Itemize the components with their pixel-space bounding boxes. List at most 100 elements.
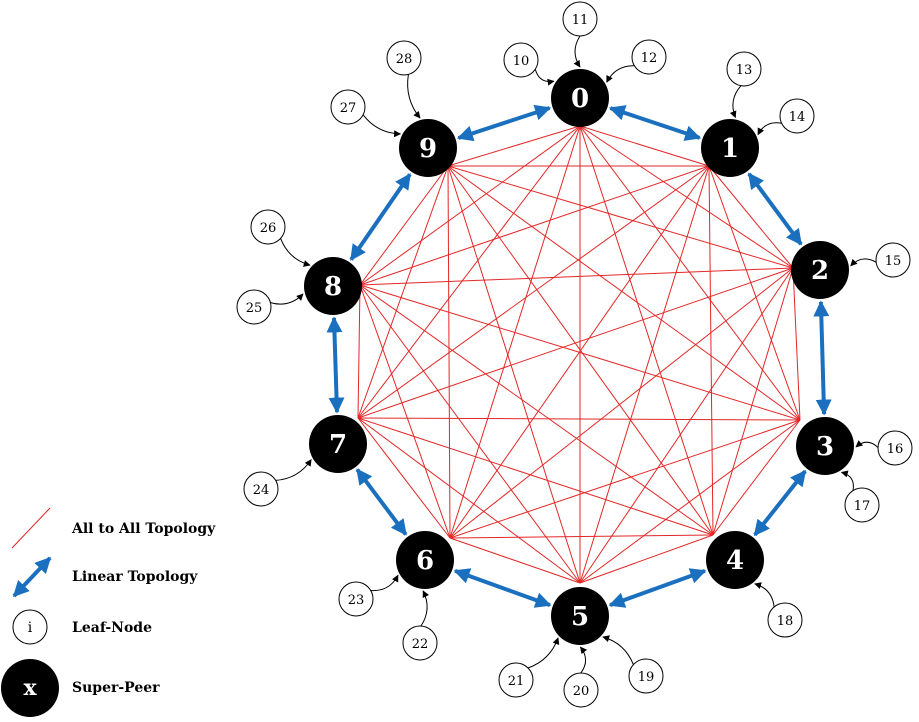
mesh-edge-3-8 <box>359 284 801 421</box>
leaf-pointer-26 <box>280 238 311 267</box>
leaf-pointer-28 <box>407 74 421 119</box>
leaf-pointer-17 <box>840 470 854 491</box>
mesh-edge-1-3 <box>708 165 801 421</box>
leaf-pointer-15 <box>850 258 877 267</box>
super-peer-2 <box>791 241 849 299</box>
super-peer-label-1: 1 <box>721 134 739 164</box>
mesh-edge-5-8 <box>359 284 581 584</box>
mesh-edge-7-8 <box>357 284 361 419</box>
legend: All to All Topology Linear Topology i Le… <box>1 507 216 717</box>
mesh-edge-3-6 <box>449 419 801 539</box>
mesh-edge-3-7 <box>357 417 801 421</box>
mesh-edge-0-3 <box>579 125 801 421</box>
linear-link-4-5 <box>608 568 707 608</box>
leaf-node-17 <box>844 487 880 523</box>
mesh-edge-5-6 <box>449 537 581 584</box>
leaf-pointer-21 <box>527 637 560 669</box>
leaf-node-12 <box>631 39 667 75</box>
super-peer-label-3: 3 <box>816 432 834 462</box>
super-peer-8 <box>304 257 362 315</box>
mesh-edge-4-7 <box>357 417 714 536</box>
legend-linear-arrow <box>12 556 52 598</box>
leaf-node-label-10: 10 <box>513 54 530 69</box>
mesh-edge-1-4 <box>708 165 714 536</box>
leaf-node-13 <box>726 51 762 87</box>
legend-linear-label: Linear Topology <box>72 569 198 585</box>
leaf-pointer-24 <box>275 459 312 481</box>
leaf-node-label-14: 14 <box>789 110 806 125</box>
leaf-node-27 <box>330 89 366 125</box>
super-peer-7 <box>309 415 367 473</box>
mesh-edge-4-5 <box>579 534 714 584</box>
super-peer-label-6: 6 <box>416 546 434 576</box>
leaf-node-21 <box>498 662 534 698</box>
leaf-pointer-25 <box>270 293 304 305</box>
legend-super-label: Super-Peer <box>72 680 160 696</box>
mesh-edge-1-8 <box>359 165 710 286</box>
super-peer-4 <box>706 531 764 589</box>
linear-link-5-6 <box>453 568 552 608</box>
super-peer-3 <box>796 417 854 475</box>
mesh-edge-2-3 <box>792 267 801 421</box>
leaf-node-22 <box>402 625 438 661</box>
mesh-edge-2-8 <box>359 267 794 286</box>
leaf-pointers <box>270 35 879 674</box>
leaf-node-label-15: 15 <box>885 254 902 269</box>
mesh-edge-0-9 <box>447 125 581 167</box>
leaf-pointer-27 <box>362 114 402 138</box>
leaf-node-26 <box>250 209 286 245</box>
super-peer-label-0: 0 <box>571 84 589 114</box>
linear-link-3-4 <box>753 469 807 537</box>
mesh-edge-2-6 <box>449 267 794 539</box>
leaf-node-15 <box>875 242 911 278</box>
leaf-pointer-11 <box>573 35 581 68</box>
leaf-node-label-17: 17 <box>854 499 871 514</box>
mesh-edge-4-6 <box>449 534 714 539</box>
leaf-node-18 <box>767 602 803 638</box>
leaf-node-label-13: 13 <box>736 63 753 78</box>
leaf-node-label-28: 28 <box>396 52 413 67</box>
leaf-pointer-23 <box>370 574 399 592</box>
leaf-node-24 <box>243 471 279 507</box>
legend-all-to-all-label: All to All Topology <box>71 521 216 537</box>
mesh-edge-0-8 <box>359 125 581 286</box>
super-peer-5 <box>551 587 609 645</box>
leaf-pointer-22 <box>420 590 430 627</box>
mesh-edge-4-9 <box>447 165 714 536</box>
leaf-node-label-16: 16 <box>887 442 904 457</box>
legend-leaf-symbol: i <box>28 620 33 636</box>
mesh-edge-0-2 <box>579 125 794 269</box>
mesh-edge-6-9 <box>447 165 451 539</box>
legend-mesh-line <box>11 507 51 549</box>
mesh-edge-0-7 <box>357 125 581 419</box>
leaf-node-label-18: 18 <box>777 614 794 629</box>
mesh-edge-4-8 <box>359 284 714 536</box>
mesh-edge-3-5 <box>579 419 801 584</box>
mesh-edge-7-9 <box>357 165 449 419</box>
leaf-node-23 <box>338 581 374 617</box>
leaf-node-11 <box>562 1 598 37</box>
leaf-pointer-13 <box>729 85 742 119</box>
leaf-pointer-18 <box>754 582 775 607</box>
leaf-node-label-19: 19 <box>638 670 655 685</box>
leaf-pointer-20 <box>579 646 588 674</box>
linear-link-0-1 <box>608 105 702 141</box>
leaf-node-label-24: 24 <box>253 483 270 498</box>
super-peer-1 <box>701 119 759 177</box>
leaf-node-label-11: 11 <box>572 13 589 28</box>
leaf-pointer-10 <box>534 69 555 86</box>
mesh-edge-6-7 <box>357 417 451 539</box>
mesh-edge-6-8 <box>359 284 451 539</box>
all-to-all-mesh <box>357 125 801 584</box>
mesh-edge-3-9 <box>447 165 801 421</box>
linear-ring <box>326 104 832 608</box>
super-peer-label-9: 9 <box>419 134 437 164</box>
linear-link-2-3 <box>813 300 832 416</box>
leaf-node-label-23: 23 <box>348 593 365 608</box>
super-peer-0 <box>551 69 609 127</box>
legend-leaf-circle <box>12 609 48 645</box>
mesh-edge-5-9 <box>447 165 581 584</box>
super-peer-label-7: 7 <box>329 430 347 460</box>
leaf-node-25 <box>236 289 272 325</box>
